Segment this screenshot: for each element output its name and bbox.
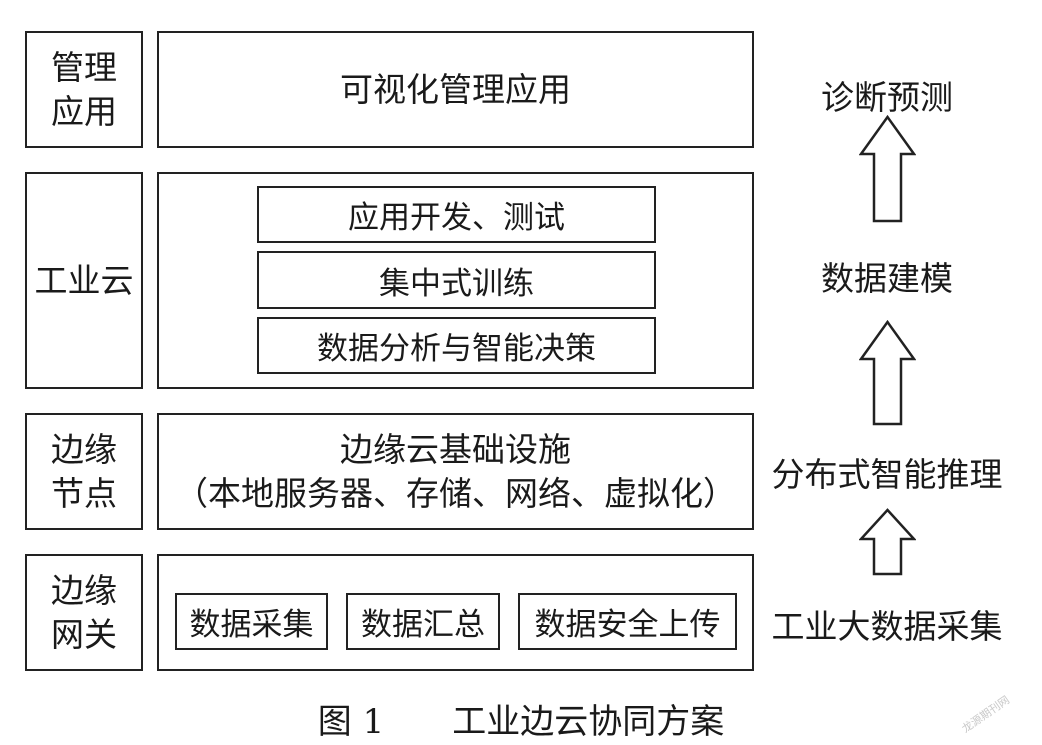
- arrow-up-icon: [859, 508, 916, 576]
- figure-number: 图 1: [317, 702, 385, 742]
- layer-label-management: 管理 应用: [25, 31, 143, 148]
- flow-distributed-inference: 分布式智能推理: [771, 455, 1003, 494]
- inner-box-data-aggregation: 数据汇总: [346, 593, 500, 650]
- layer-label-line: 应用: [51, 91, 117, 131]
- inner-box-analysis-decision: 数据分析与智能决策: [257, 317, 656, 374]
- layer-title: 边缘云基础设施: [340, 429, 571, 469]
- flow-data-modeling: 数据建模: [821, 259, 953, 298]
- layer-label-line: 节点: [51, 473, 117, 513]
- layer-label-line: 边缘: [51, 570, 117, 610]
- flow-diagnosis-prediction: 诊断预测: [821, 78, 953, 117]
- inner-box-central-training: 集中式训练: [257, 251, 656, 309]
- arrow-up-icon: [859, 320, 916, 426]
- arrow-up-icon: [859, 115, 916, 223]
- layer-label-line: 边缘: [51, 429, 117, 469]
- layer-label-gateway: 边缘 网关: [25, 554, 143, 671]
- inner-box-app-dev-test: 应用开发、测试: [257, 186, 656, 243]
- layer-label-line: 网关: [51, 614, 117, 654]
- layer-label-edge-node: 边缘 节点: [25, 413, 143, 530]
- layer-content-management: 可视化管理应用: [157, 31, 754, 148]
- figure-caption: 图 1 工业边云协同方案: [0, 694, 1042, 743]
- inner-box-data-collection: 数据采集: [175, 593, 328, 650]
- layer-label-line: 管理: [51, 47, 117, 87]
- figure-title: 工业边云协同方案: [452, 702, 725, 742]
- inner-box-secure-upload: 数据安全上传: [518, 593, 737, 650]
- layer-label-line: 工业云: [34, 260, 134, 300]
- flow-big-data-collection: 工业大数据采集: [771, 607, 1003, 646]
- layer-title: 可视化管理应用: [340, 69, 571, 109]
- layer-subtitle: （本地服务器、存储、网络、虚拟化）: [175, 473, 736, 513]
- layer-content-edge-node: 边缘云基础设施 （本地服务器、存储、网络、虚拟化）: [157, 413, 754, 530]
- layer-label-cloud: 工业云: [25, 172, 143, 389]
